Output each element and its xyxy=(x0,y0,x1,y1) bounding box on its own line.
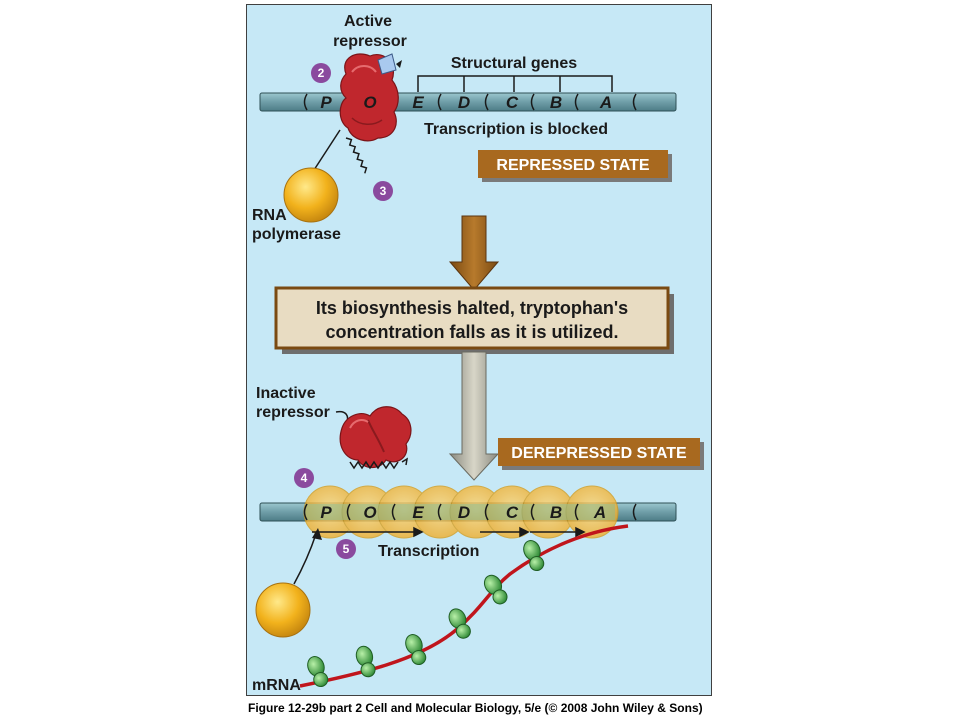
step-2-label: 2 xyxy=(318,66,325,80)
structural-genes-bracket xyxy=(417,75,613,92)
polymerase-squiggle-top xyxy=(345,137,368,174)
step-3-circle xyxy=(373,181,393,201)
step-5-circle xyxy=(336,539,356,559)
gene-a-top: A xyxy=(599,93,612,112)
active-repressor-label-2: repressor xyxy=(333,33,407,50)
repressed-state-banner xyxy=(478,150,668,178)
step-3-label: 3 xyxy=(380,184,387,198)
gene-c-top: C xyxy=(506,93,519,112)
gene-p-bottom: P xyxy=(320,503,332,522)
gene-a-bottom: A xyxy=(593,503,606,522)
dna-transcribed-region xyxy=(305,504,615,520)
transcription-arrows xyxy=(312,526,586,538)
gene-c-bottom: C xyxy=(506,503,519,522)
step-2-circle xyxy=(311,63,331,83)
gene-dividers-bottom xyxy=(303,503,637,521)
rna-polymerase-bottom xyxy=(255,582,311,638)
active-repressor-label: Active xyxy=(344,13,392,30)
figure-caption: Figure 12-29b part 2 Cell and Molecular … xyxy=(248,701,703,715)
transcription-blocked-label: Transcription is blocked xyxy=(424,121,608,138)
gene-b-bottom: B xyxy=(550,503,562,522)
arrow-down-lower xyxy=(448,351,500,481)
repressor-squiggle-arrowhead xyxy=(401,457,409,466)
rna-polymerase-label: RNA xyxy=(252,207,287,224)
polymerase-arrowhead-bottom xyxy=(312,528,322,540)
inactive-repressor-label-2: repressor xyxy=(256,404,330,421)
gene-e-bottom: E xyxy=(412,503,424,522)
step-4-circle xyxy=(294,468,314,488)
polymerase-arrow-bottom xyxy=(293,533,317,585)
gene-o-bottom: O xyxy=(363,503,376,522)
transcription-label: Transcription xyxy=(378,543,479,560)
message-line-2: concentration falls as it is utilized. xyxy=(325,322,618,342)
rna-polymerase-label-2: polymerase xyxy=(252,226,341,243)
derepressed-state-banner xyxy=(498,438,700,466)
gene-b-top: B xyxy=(550,93,562,112)
active-repressor xyxy=(339,53,402,142)
mrna-label: mRNA xyxy=(252,677,301,694)
gene-e-top: E xyxy=(412,93,424,112)
gene-d-top: D xyxy=(458,93,470,112)
gene-p-top: P xyxy=(320,93,332,112)
arrow-down-upper xyxy=(448,215,500,291)
derepressed-state-label: DEREPRESSED STATE xyxy=(511,445,687,462)
ribosomes xyxy=(307,540,545,688)
gene-d-bottom: D xyxy=(458,503,470,522)
gene-o-top: O xyxy=(363,93,376,112)
rna-polymerase-top xyxy=(283,167,339,223)
inactive-repressor-label: Inactive xyxy=(256,385,316,402)
polymerase-line-top xyxy=(313,129,341,171)
repressed-state-label: REPRESSED STATE xyxy=(496,157,650,174)
inactive-repressor xyxy=(339,406,412,469)
step-5-label: 5 xyxy=(343,542,350,556)
message-box xyxy=(274,286,670,350)
repressor-squiggle xyxy=(349,460,399,470)
structural-genes-label: Structural genes xyxy=(451,55,577,72)
step-4-label: 4 xyxy=(301,471,308,485)
message-line-1: Its biosynthesis halted, tryptophan's xyxy=(316,298,628,318)
